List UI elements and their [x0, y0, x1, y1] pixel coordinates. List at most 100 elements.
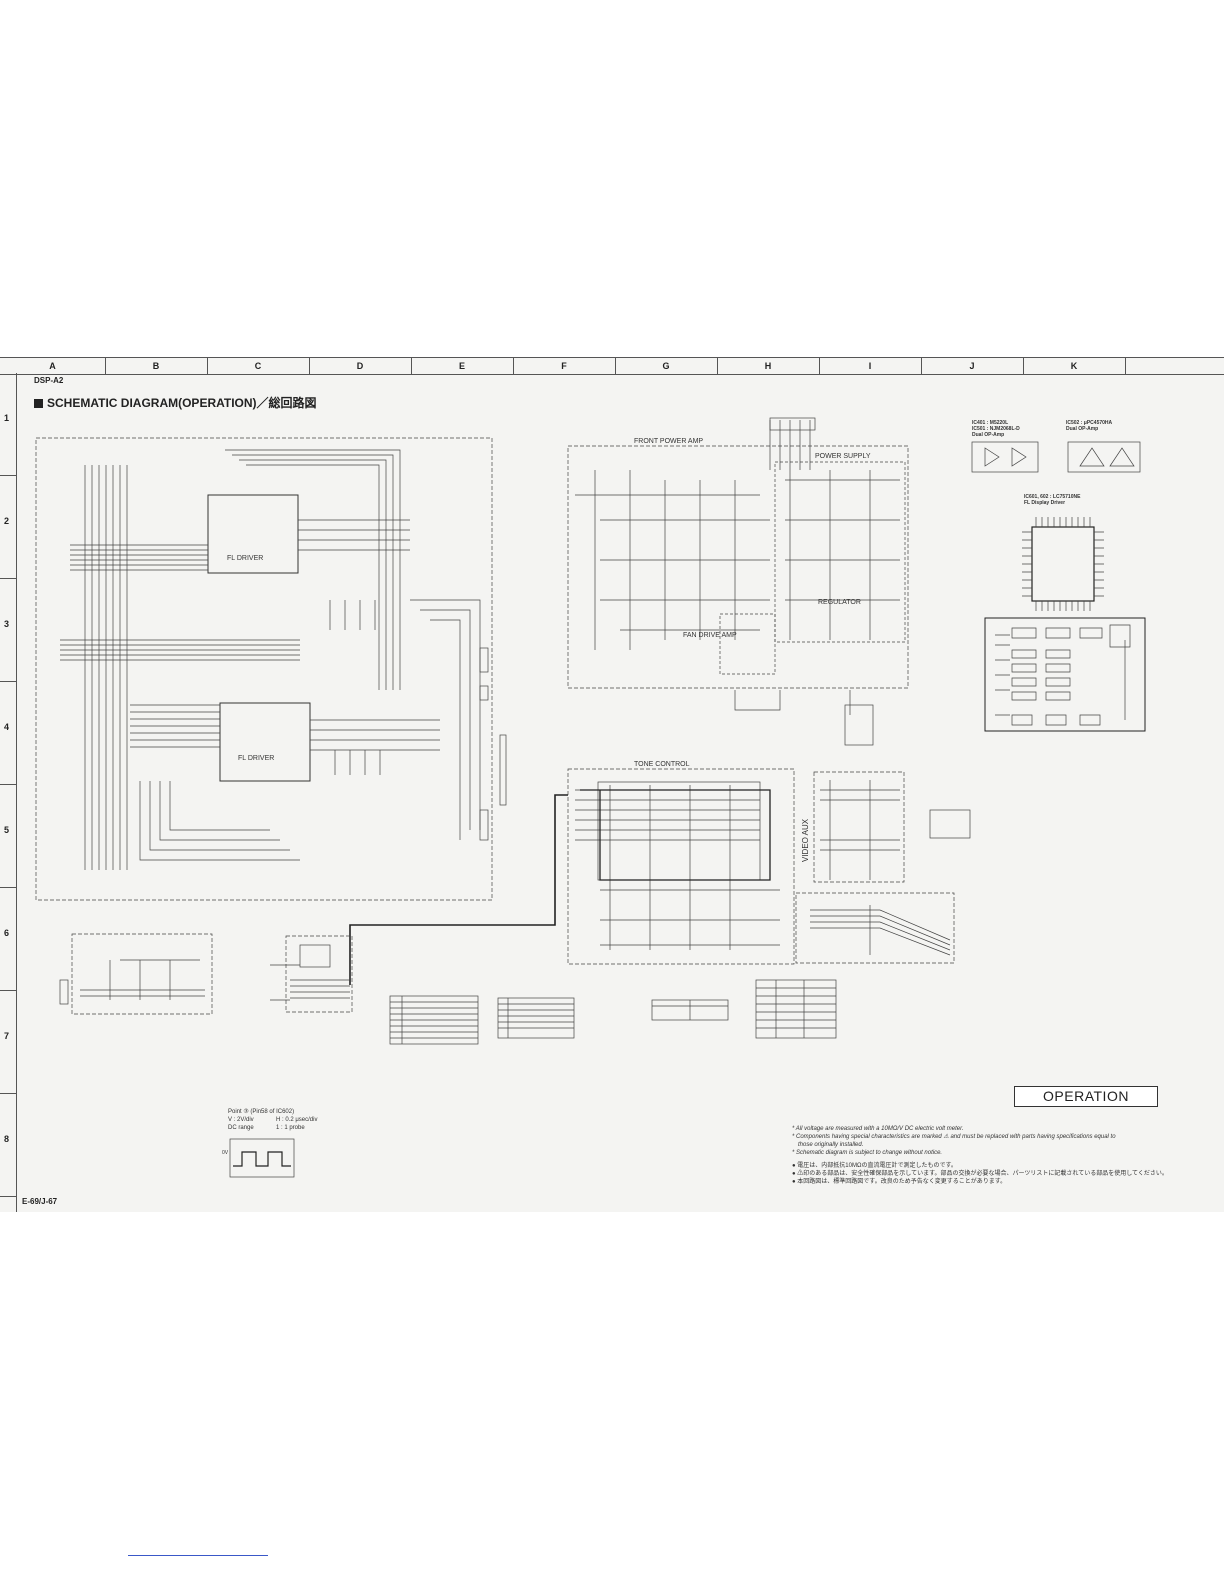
grid-col-k: K: [1023, 358, 1126, 374]
sub-board-left: [71, 933, 213, 1015]
test-point-info: Point ③ (Pin58 of IC602) V : 2V/div H : 0…: [228, 1108, 324, 1132]
grid-column-header: A B C D E F G H I J K: [0, 357, 1224, 375]
page-code: E-69/J-67: [22, 1197, 58, 1206]
grid-col-h: H: [717, 358, 820, 374]
power-connector-bottom: [844, 704, 874, 746]
sub-board-mid-ic: [299, 944, 331, 968]
power-supply-label: POWER SUPPLY: [815, 453, 871, 460]
scope-probe: 1 : 1 probe: [276, 1125, 305, 1131]
fl-driver-bottom-label: FL DRIVER: [238, 755, 274, 762]
grid-row-3: 3: [0, 579, 16, 682]
tone-control-board: [567, 768, 795, 965]
tone-traces: [575, 785, 780, 950]
tone-control-inner: [597, 781, 761, 881]
connector-cb4: [479, 809, 489, 841]
scope-dc-range: DC range: [228, 1125, 254, 1131]
power-connector-top: [769, 417, 816, 431]
connector-cb1: [479, 647, 489, 673]
grid-row-6: 6: [0, 888, 16, 991]
notice-table-lines: [652, 1000, 728, 1020]
ic401-opamp-symbols: [984, 447, 1027, 467]
bottom-rule: [128, 1555, 268, 1556]
grid-row-5: 5: [0, 785, 16, 888]
note-en-3: those originally installed.: [798, 1142, 864, 1148]
title-square-icon: [34, 399, 43, 408]
fl-driver-top-label: FL DRIVER: [227, 555, 263, 562]
display-board-outline: [35, 437, 493, 901]
sub-board-mid-traces: [270, 964, 350, 1001]
ic502-opamp-symbols: [1079, 447, 1135, 467]
page-title: SCHEMATIC DIAGRAM(OPERATION)／総回路図: [34, 394, 317, 411]
ic502-note: IC502 : μPC4570HA Dual OP-Amp: [1066, 420, 1113, 432]
fl-driver-ic-bottom: [219, 702, 311, 782]
video-aux-connector: [929, 809, 971, 839]
video-aux-board: [813, 771, 905, 883]
grid-col-g: G: [615, 358, 718, 374]
note-jp-2: ● ⚠印のある部品は、安全性確保部品を示しています。部品の交換が必要な場合、パー…: [792, 1171, 1168, 1177]
ic401-note: IC401 : M5220L IC501 : NJM2068L-D Dual O…: [972, 420, 1020, 438]
circuit-table-lines: [756, 980, 836, 1038]
scope-vertical: V : 2V/div: [228, 1117, 254, 1123]
ic502-pinout: [1067, 441, 1141, 473]
grid-row-header: 1 2 3 4 5 6 7 8: [0, 373, 17, 1212]
main-signal-bus: [349, 794, 568, 985]
grid-col-f: F: [513, 358, 616, 374]
note-en-1: * All voltage are measured with a 10MΩ/V…: [792, 1126, 964, 1132]
grid-col-e: E: [411, 358, 514, 374]
rec-out-traces: [810, 905, 951, 956]
scope-waveform: [233, 1151, 291, 1167]
fl-driver-ic-top: [207, 494, 299, 574]
sub-board-left-connector: [59, 979, 69, 1005]
grid-col-d: D: [309, 358, 412, 374]
tone-control-label: TONE CONTROL: [634, 761, 690, 768]
page-title-text: SCHEMATIC DIAGRAM(OPERATION)／総回路図: [47, 396, 317, 410]
grid-row-8: 8: [0, 1094, 16, 1197]
schematic-sheet: [0, 357, 1224, 1212]
grid-col-c: C: [207, 358, 310, 374]
tone-loop-bus: [580, 789, 771, 881]
power-supply-section: [774, 461, 906, 643]
video-aux-traces: [820, 780, 900, 880]
test-point-title: Point ③ (Pin58 of IC602): [228, 1109, 295, 1115]
front-power-amp-label: FRONT POWER AMP: [634, 438, 703, 445]
ic601-note: IC601, 602 : LC75710NE FL Display Driver: [1024, 494, 1081, 506]
grid-row-4: 4: [0, 682, 16, 785]
capacitor-table-lines: [390, 996, 478, 1044]
power-amp-traces: [575, 420, 900, 715]
model-label: DSP-A2: [34, 376, 64, 385]
rec-out-sel-board: [795, 892, 955, 964]
ic601-qfp-body: [1031, 526, 1095, 602]
note-jp-3: ● 本回路図は、標準回路図です。改良のため予告なく変更することがあります。: [792, 1179, 1007, 1185]
note-en-4: * Schematic diagram is subject to change…: [792, 1150, 943, 1156]
grid-col-b: B: [105, 358, 208, 374]
grid-row-2: 2: [0, 476, 16, 579]
fan-drive-amp-label: FAN DRIVE AMP: [683, 632, 737, 639]
circuit-table: [755, 979, 837, 1039]
video-aux-label: VIDEO AUX: [801, 818, 810, 862]
resistor-table: [497, 997, 575, 1039]
ic401-pinout: [971, 441, 1039, 473]
ic601-block-diagram: [984, 617, 1146, 732]
regulator-label: REGULATOR: [818, 599, 861, 606]
ic601-pins: [1022, 517, 1104, 611]
connector-cb3: [499, 734, 507, 806]
grid-row-7: 7: [0, 991, 16, 1094]
sub-board-mid: [285, 935, 353, 1013]
sub-board-left-traces: [80, 959, 205, 1000]
driver-transistors: [329, 600, 381, 775]
note-en-2: * Components having special characterist…: [792, 1134, 1116, 1140]
fan-drive-section: [719, 613, 776, 675]
scope-level-label: 0V: [222, 1150, 229, 1156]
resistor-table-lines: [498, 998, 574, 1038]
scope-horizontal: H : 0.2 μsec/div: [276, 1117, 318, 1123]
front-power-amp-board: [567, 445, 909, 689]
connector-cb2: [479, 685, 489, 701]
operation-badge: OPERATION: [1014, 1086, 1158, 1107]
block-diagram-internals: [995, 624, 1131, 726]
notes-block: * All voltage are measured with a 10MΩ/V…: [792, 1125, 1172, 1186]
grid-row-1: 1: [0, 373, 16, 476]
grid-col-j: J: [921, 358, 1024, 374]
bus-lines-left: [60, 449, 481, 870]
grid-col-a: A: [0, 358, 106, 374]
